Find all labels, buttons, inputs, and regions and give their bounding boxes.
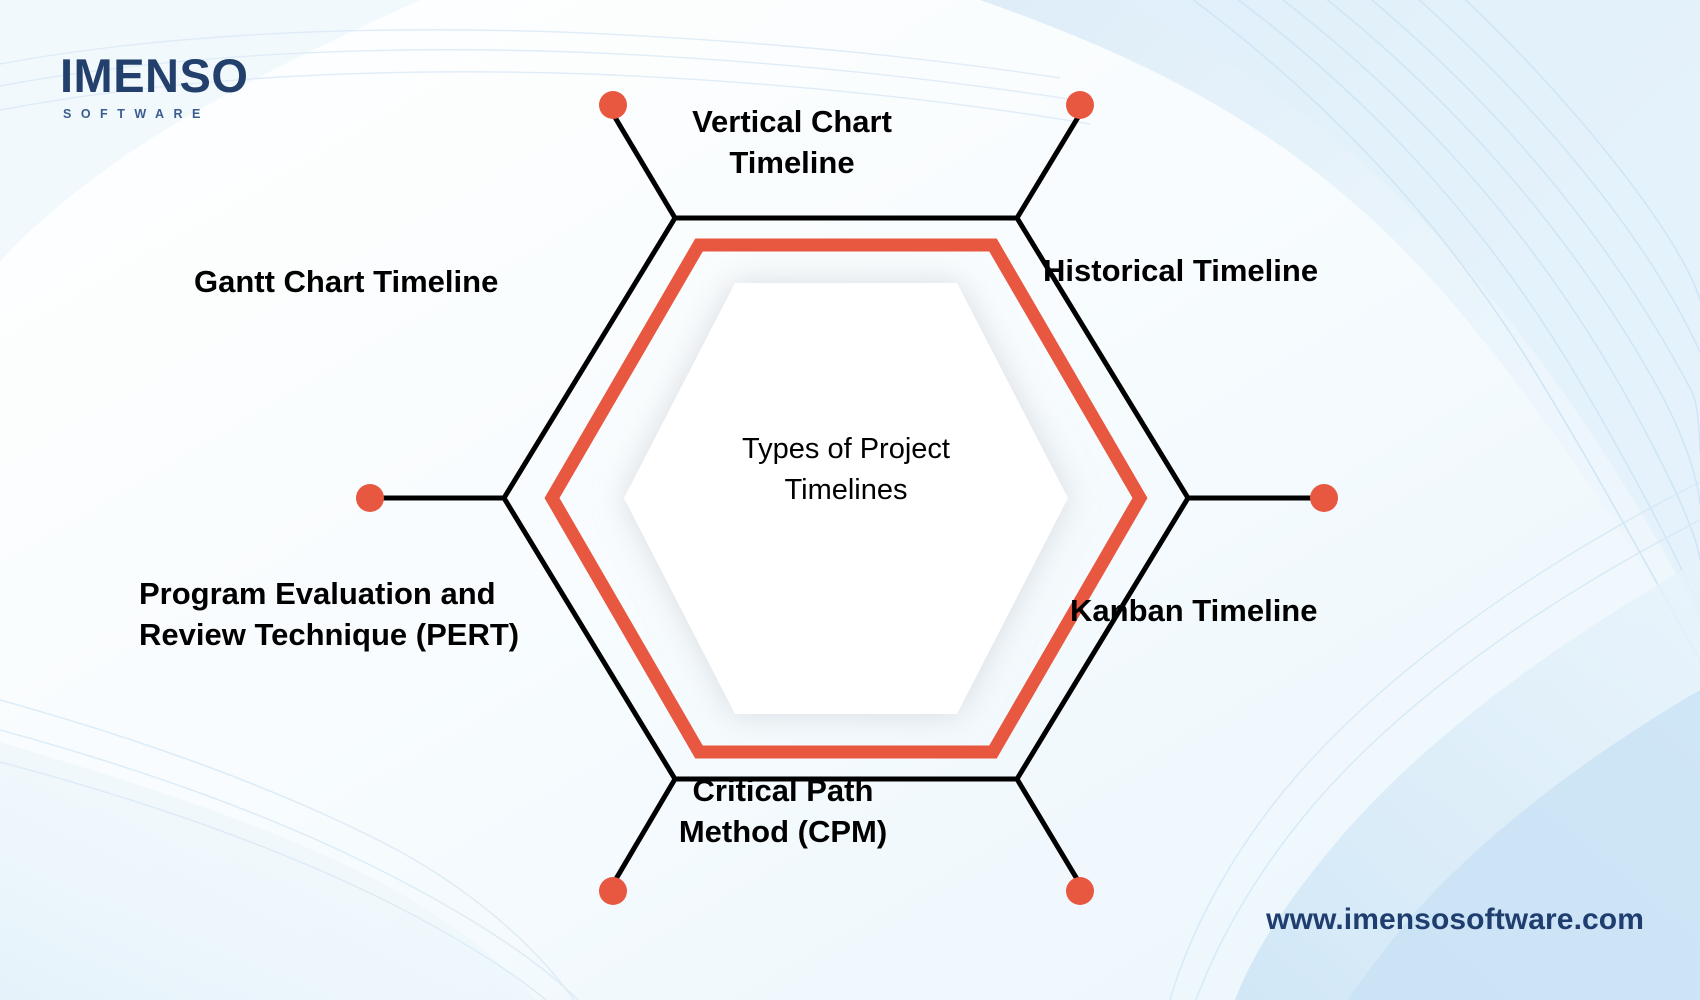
node-dot-kanban[interactable] [1066,877,1094,905]
spoke-vertical [1014,112,1083,220]
wave-bottom-left [0,742,536,1000]
spoke-cpm [610,777,678,886]
diagram-center-title: Types of Project Timelines [742,433,950,507]
spoke-kanban [1014,777,1083,886]
wave-top-left [0,0,420,262]
node-dot-pert[interactable] [356,484,384,512]
brand-logo[interactable]: IMENSO SOFTWARE [60,52,248,121]
wave-lines-top-left [0,29,1091,125]
outer-hexagon [501,215,1191,782]
wave-lines-bottom-left [0,699,579,1000]
wave-bottom-right-2 [1348,690,1700,1000]
spoke-group [376,112,1318,886]
node-label-kanban-timeline: Kanban Timeline [1070,593,1318,628]
node-dot-historical[interactable] [1310,484,1338,512]
node-dot-group [356,91,1338,905]
accent-hexagon [544,238,1148,759]
node-label-critical-path-method: Critical Path Method (CPM) [678,773,888,850]
inner-hexagon-panel [624,283,1068,714]
wave-lines-bottom-right [1169,481,1700,1000]
node-label-vertical-chart-timeline: Vertical Chart Timeline [692,104,892,181]
website-url[interactable]: www.imensosoftware.com [1266,903,1644,936]
node-label-historical-timeline: Historical Timeline [1043,253,1319,288]
node-dot-cpm[interactable] [599,877,627,905]
wave-lines-top-right [1192,0,1700,661]
node-dot-gantt[interactable] [599,91,627,119]
logo-tagline: SOFTWARE [63,107,210,121]
spoke-gantt [610,112,678,220]
node-dot-vertical[interactable] [1066,91,1094,119]
node-label-pert: Program Evaluation and Review Technique … [139,576,520,653]
node-label-gantt-chart-timeline: Gantt Chart Timeline [194,264,499,299]
wave-top-right-2 [1120,0,1700,620]
logo-wordmark: IMENSO [60,49,249,102]
